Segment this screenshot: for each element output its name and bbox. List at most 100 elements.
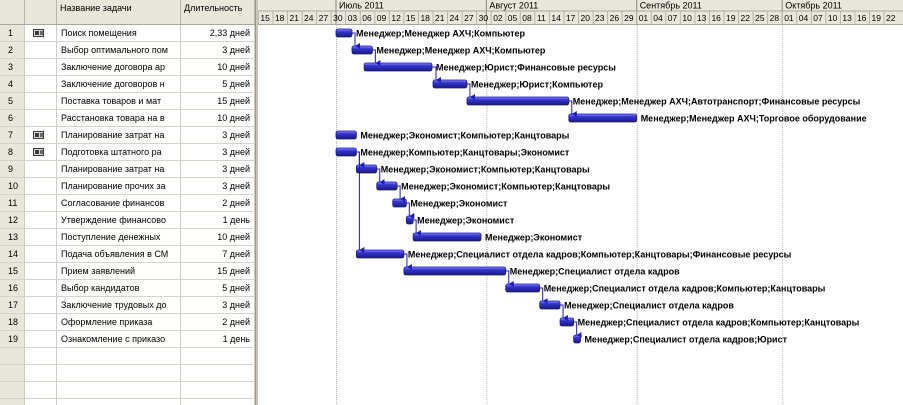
duration-cell[interactable]: 10 дней [181,110,255,126]
task-name-cell[interactable]: Подача объявления в СМ [57,246,181,262]
duration-cell[interactable]: 15 дней [181,93,255,109]
duration-cell[interactable] [181,399,255,405]
task-name-cell[interactable]: Поиск помещения [57,25,181,41]
row-id-cell[interactable]: 1 [0,25,25,41]
duration-cell[interactable]: 3 дней [181,178,255,194]
duration-cell[interactable]: 3 дней [181,297,255,313]
empty-table-row[interactable] [0,399,255,405]
row-id-cell[interactable] [0,399,25,405]
row-id-cell[interactable]: 2 [0,42,25,58]
task-bar[interactable] [432,79,468,89]
duration-cell[interactable] [181,365,255,381]
task-name-cell[interactable]: Планирование затрат на [57,161,181,177]
task-bar[interactable] [412,232,482,242]
duration-cell[interactable] [181,382,255,398]
task-bar[interactable] [363,62,433,72]
row-id-cell[interactable] [0,348,25,364]
duration-column-header[interactable]: Длительность [181,0,255,24]
duration-cell[interactable]: 2 дней [181,314,255,330]
task-name-cell[interactable] [57,348,181,364]
indicators-column-header[interactable]: i [25,0,57,24]
row-id-cell[interactable]: 12 [0,212,25,228]
task-name-cell[interactable]: Планирование прочих за [57,178,181,194]
row-id-cell[interactable]: 13 [0,229,25,245]
task-bar[interactable] [335,130,357,140]
row-id-cell[interactable]: 16 [0,280,25,296]
duration-cell[interactable]: 3 дней [181,42,255,58]
task-name-cell[interactable]: Выбор оптимального пом [57,42,181,58]
duration-cell[interactable]: 7 дней [181,246,255,262]
empty-table-row[interactable] [0,382,255,399]
task-bar[interactable] [335,28,353,38]
duration-cell[interactable]: 3 дней [181,144,255,160]
row-id-cell[interactable]: 14 [0,246,25,262]
row-id-cell[interactable]: 11 [0,195,25,211]
task-name-cell[interactable]: Расстановка товара на в [57,110,181,126]
row-id-cell[interactable]: 6 [0,110,25,126]
task-bar[interactable] [539,300,561,310]
duration-cell[interactable]: 3 дней [181,161,255,177]
task-name-cell[interactable]: Заключение трудовых до [57,297,181,313]
task-name-cell[interactable] [57,365,181,381]
task-name-cell[interactable]: Заключение договора ар [57,59,181,75]
empty-table-row[interactable] [0,348,255,365]
task-name-cell[interactable]: Согласование финансов [57,195,181,211]
task-name-cell[interactable]: Выбор кандидатов [57,280,181,296]
task-name-cell[interactable]: Подготовка штатного ра [57,144,181,160]
duration-cell[interactable]: 5 дней [181,280,255,296]
duration-cell[interactable]: 5 дней [181,76,255,92]
duration-cell[interactable]: 10 дней [181,59,255,75]
duration-cell[interactable]: 3 дней [181,127,255,143]
row-id-cell[interactable]: 19 [0,331,25,347]
task-name-cell[interactable]: Утверждение финансово [57,212,181,228]
duration-cell[interactable]: 1 день [181,331,255,347]
task-bar[interactable] [403,266,507,276]
task-name-cell[interactable] [57,382,181,398]
task-bar[interactable] [466,96,570,106]
row-id-cell[interactable]: 10 [0,178,25,194]
task-bar[interactable] [573,334,581,344]
duration-cell[interactable] [181,348,255,364]
row-id-cell[interactable]: 4 [0,76,25,92]
task-bar[interactable] [559,317,575,327]
row-id-cell[interactable]: 7 [0,127,25,143]
row-id-cell[interactable] [0,382,25,398]
task-bar[interactable] [505,283,541,293]
task-name-cell[interactable]: Планирование затрат на [57,127,181,143]
row-id-cell[interactable]: 17 [0,297,25,313]
task-name-cell[interactable]: Оформление приказа [57,314,181,330]
task-bar[interactable] [376,181,398,191]
task-name-cell[interactable]: Поставка товаров и мат [57,93,181,109]
task-name-cell[interactable]: Поступление денежных [57,229,181,245]
task-name-cell[interactable]: Заключение договоров н [57,76,181,92]
task-bar[interactable] [392,198,407,208]
row-id-cell[interactable]: 5 [0,93,25,109]
pane-splitter[interactable] [255,0,259,405]
task-bar[interactable] [568,113,638,123]
duration-cell[interactable]: 2,33 дней [181,25,255,41]
duration-cell[interactable]: 2 дней [181,195,255,211]
duration-cell[interactable]: 10 дней [181,229,255,245]
task-name-cell[interactable]: Прием заявлений [57,263,181,279]
empty-table-row[interactable] [0,365,255,382]
task-name-column-header[interactable]: Название задачи [57,0,181,24]
row-id-cell[interactable] [0,365,25,381]
duration-cell[interactable]: 1 день [181,212,255,228]
